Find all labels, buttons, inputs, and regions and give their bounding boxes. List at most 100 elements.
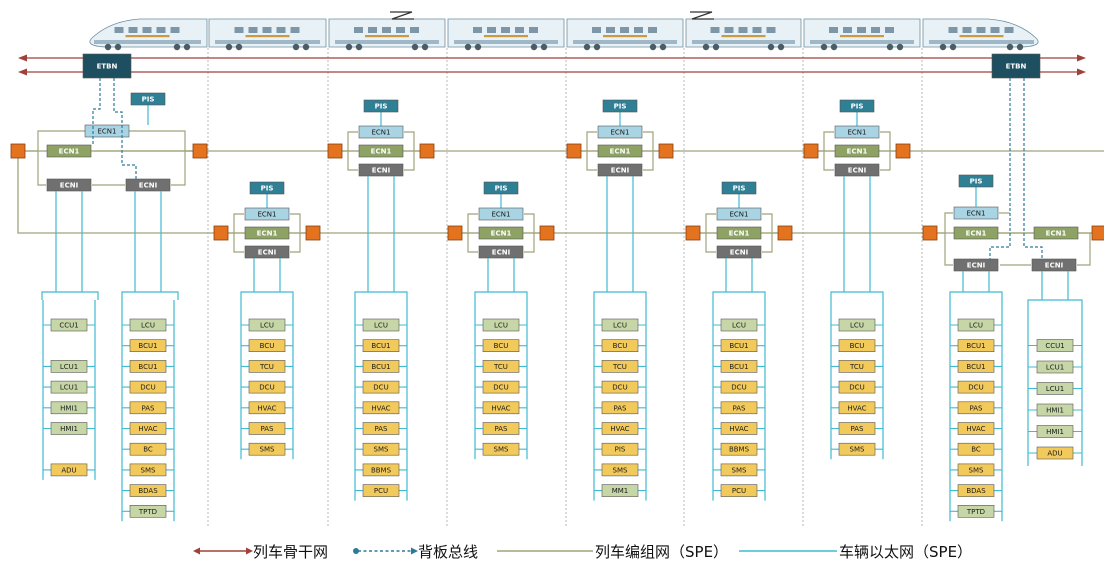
car4-device-3-rect xyxy=(482,380,520,394)
train-wheel xyxy=(1016,43,1024,51)
train-car-skirt xyxy=(454,40,558,44)
car4-device-2-rect xyxy=(482,360,520,373)
car7-ring-tr xyxy=(880,131,900,152)
car7-device-4-rect xyxy=(838,401,876,415)
car7-device-5-rect xyxy=(838,422,876,435)
car1-ecn-mid-label: ECN1 xyxy=(59,148,80,156)
train-window xyxy=(114,27,124,33)
car7-device-0-rect xyxy=(838,318,876,332)
train-window xyxy=(976,27,986,33)
train-car-skirt xyxy=(692,40,795,44)
car3-ecn-bottom-rect xyxy=(358,163,404,177)
car6-device-5: HVAC xyxy=(720,422,758,435)
car6-drop-bar xyxy=(712,291,766,300)
car7-ring-br xyxy=(880,151,891,171)
car3-device-2-rect xyxy=(362,360,400,373)
car8-left-device-7: SMS xyxy=(957,463,995,477)
car7-port-right xyxy=(895,143,911,159)
car5-device-2-rect xyxy=(601,360,639,373)
car3-ecn-mid-label: ECN1 xyxy=(371,148,392,156)
car8-ecni-left-label: ECNI xyxy=(967,262,985,270)
car1-right-device-0: LCU xyxy=(129,318,167,332)
car2-device-3-rect xyxy=(248,380,286,394)
car1-left-device-4: HMI1 xyxy=(50,422,88,435)
car1-left-device-1-rect xyxy=(50,360,88,373)
car7-device-4: HVAC xyxy=(838,401,876,415)
car2-device-5-label: PAS xyxy=(260,425,274,433)
car6-device-6-rect xyxy=(720,442,758,456)
car8-drop-bar-right xyxy=(1027,299,1083,312)
train-stripe xyxy=(959,35,1004,38)
car6-device-5-label: HVAC xyxy=(729,425,748,433)
train-car-skirt xyxy=(929,40,1034,44)
car5-device-2: TCU xyxy=(601,360,639,373)
car5-device-6: PIS xyxy=(601,442,639,456)
car4-port-right xyxy=(539,225,555,241)
car2-ecn-bottom-rect xyxy=(244,245,290,259)
car2-pis-box-label: PIS xyxy=(261,185,274,193)
car8-ecn-mid-right-rect xyxy=(1033,226,1079,240)
car2-device-1-label: BCU xyxy=(260,342,275,350)
car8-left-device-3-rect xyxy=(957,380,995,394)
train-window xyxy=(990,27,1000,33)
car6-pis-box-rect xyxy=(721,181,757,195)
car8-left-device-3: DCU xyxy=(957,380,995,394)
train-window xyxy=(501,27,510,33)
car1-left-device-5-rect xyxy=(50,463,88,477)
car2-device-3: DCU xyxy=(248,380,286,394)
car3-ring-bl xyxy=(347,151,358,171)
train-wheel xyxy=(1006,43,1014,51)
car5-device-7: SMS xyxy=(601,463,639,477)
pantograph-icon xyxy=(390,11,414,20)
car3-ecn-mid: ECN1 xyxy=(358,144,404,158)
car3-ring-tl xyxy=(338,131,358,152)
car1-left-device-2-rect xyxy=(50,380,88,394)
car6-device-0-label: LCU xyxy=(732,322,746,330)
car1-left-device-1-label: LCU1 xyxy=(60,363,78,371)
car5-device-8: MM1 xyxy=(601,484,639,497)
car6-ecn-bottom: ECNI xyxy=(716,245,762,259)
car2-device-2-label: TCU xyxy=(259,363,274,371)
car8-right-device-0-rect xyxy=(1036,339,1074,352)
legend-backplane-label: 背板总线 xyxy=(418,542,479,561)
car6-device-7-label: SMS xyxy=(732,466,747,474)
car4-ecn-top-label: ECN1 xyxy=(491,211,510,219)
car1-ring-d xyxy=(171,151,186,186)
car1-left-device-2-label: LCU1 xyxy=(60,384,78,392)
car4-ecn-top: ECN1 xyxy=(478,207,524,221)
car8-right-device-2-label: LCU1 xyxy=(1046,385,1064,393)
car2-ecn-mid-label: ECN1 xyxy=(257,230,278,238)
car2-port-left xyxy=(213,225,229,241)
car1-ring-a xyxy=(18,130,84,152)
car3-device-1: BCU1 xyxy=(362,339,400,353)
train-window xyxy=(592,27,601,33)
car8-left-device-5: HVAC xyxy=(957,422,995,435)
car1-right-device-6: BC xyxy=(129,442,167,456)
car6-ecn-bottom-label: ECNI xyxy=(730,249,748,257)
car1-left-device-3-rect xyxy=(50,401,88,415)
car2-device-6-rect xyxy=(248,442,286,456)
car3-device-1-rect xyxy=(362,339,400,353)
car4-pis-box-label: PIS xyxy=(495,185,508,193)
car3-device-5-rect xyxy=(362,422,400,435)
car5-device-0-rect xyxy=(601,318,639,332)
car1-right-device-5-label: HVAC xyxy=(138,425,157,433)
car1-right-device-8-label: BDAS xyxy=(138,487,158,495)
car8-left-device-1-label: BCU1 xyxy=(966,342,985,350)
car1-right-device-2-label: BCU1 xyxy=(138,363,157,371)
train-illustration xyxy=(89,18,1039,51)
car1-right-device-9: TPTD xyxy=(129,504,167,518)
car5-device-3-label: DCU xyxy=(612,384,627,392)
car6-device-1-label: BCU1 xyxy=(729,342,748,350)
car6-ecn-bottom-rect xyxy=(716,245,762,259)
car4-pis-box: PIS xyxy=(483,181,519,195)
train-wheel xyxy=(225,43,233,51)
car6-ecn-mid-rect xyxy=(716,226,762,240)
car4-device-5-label: PAS xyxy=(494,425,508,433)
train-window xyxy=(885,27,894,33)
train-window xyxy=(368,27,377,33)
car6-device-2-label: BCU1 xyxy=(729,363,748,371)
car8-left-device-2-label: BCU1 xyxy=(966,363,985,371)
car8-ecni-right-label: ECNI xyxy=(1045,262,1063,270)
